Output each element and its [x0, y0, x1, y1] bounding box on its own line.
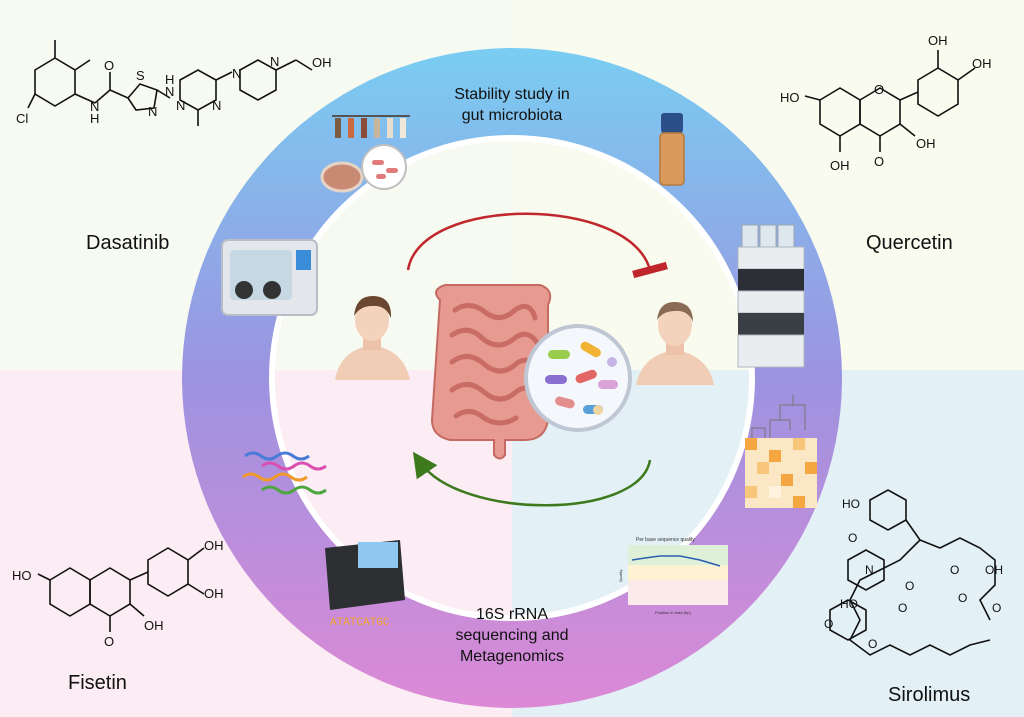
qc-plot-ylabel: Quality	[618, 570, 623, 582]
drug-label-fisetin: Fisetin	[68, 672, 127, 694]
svg-text:HO: HO	[842, 497, 860, 511]
svg-text:O: O	[104, 58, 114, 73]
svg-text:H: H	[90, 111, 99, 126]
svg-text:O: O	[874, 82, 884, 97]
svg-text:O: O	[905, 579, 914, 593]
dasatinib-atom-labels: OH O N H N H S N N N N N Cl	[16, 54, 332, 126]
svg-text:OH: OH	[972, 56, 992, 71]
ring-label-stability-line2: gut microbiota	[461, 107, 563, 124]
svg-text:O: O	[992, 601, 1001, 615]
svg-text:O: O	[104, 634, 114, 649]
fisetin-structure	[37, 547, 205, 632]
dna-sequence-text: ATATCATGC	[330, 617, 390, 629]
ring-label-sequencing-line2: sequencing and	[455, 627, 569, 644]
bacteria-magnifier-icon	[524, 324, 632, 432]
svg-text:S: S	[136, 68, 145, 83]
svg-text:OH: OH	[204, 538, 224, 553]
ring-label-sequencing: 16S rRNA sequencing and Metagenomics	[432, 604, 592, 667]
quercetin-atom-labels: OH OH HO OH OH O O	[780, 33, 992, 173]
ring-label-stability-study: Stability study in gut microbiota	[412, 84, 612, 126]
anaerobic-chamber-icon	[221, 239, 318, 316]
svg-text:O: O	[874, 154, 884, 169]
svg-text:N: N	[148, 104, 157, 119]
qc-plot-icon: Per base sequence quality Position in re…	[618, 537, 728, 615]
svg-text:HO: HO	[780, 90, 800, 105]
fisetin-atom-labels: OH OH HO OH O	[12, 538, 224, 649]
drug-label-sirolimus: Sirolimus	[888, 684, 971, 706]
svg-text:N: N	[212, 98, 221, 113]
svg-text:N: N	[90, 99, 99, 114]
svg-text:O: O	[958, 591, 967, 605]
svg-text:OH: OH	[928, 33, 948, 48]
drug-label-quercetin: Quercetin	[866, 232, 953, 254]
svg-text:OH: OH	[204, 586, 224, 601]
svg-text:N: N	[232, 66, 241, 81]
qc-plot-title: Per base sequence quality	[636, 537, 695, 543]
ring-label-sequencing-line3: Metagenomics	[459, 648, 565, 665]
svg-text:H: H	[165, 72, 174, 87]
vial-icon	[659, 113, 685, 186]
dasatinib-structure	[27, 40, 313, 126]
heatmap-icon	[745, 395, 817, 508]
sirolimus-structure	[829, 489, 996, 656]
petri-dish-icon	[320, 144, 407, 193]
svg-text:N: N	[270, 54, 279, 69]
hplc-instrument-icon	[737, 224, 805, 368]
svg-text:O: O	[868, 637, 877, 651]
test-tubes-icon	[332, 115, 410, 138]
svg-text:HO: HO	[12, 568, 32, 583]
svg-text:O: O	[898, 601, 907, 615]
svg-text:N: N	[865, 563, 874, 577]
svg-text:O: O	[950, 563, 959, 577]
inhibition-arrow	[406, 212, 668, 279]
cycle-arrow	[412, 451, 652, 507]
svg-text:O: O	[848, 531, 857, 545]
drug-label-dasatinib: Dasatinib	[86, 232, 170, 254]
ring-label-sequencing-line1: 16S rRNA	[475, 606, 549, 623]
quercetin-structure	[804, 50, 976, 152]
svg-text:OH: OH	[312, 55, 332, 70]
svg-text:HO: HO	[840, 597, 858, 611]
sequencer-icon: ATATCATGC	[325, 540, 405, 629]
svg-text:OH: OH	[830, 158, 850, 173]
dna-strands-icon	[242, 451, 327, 495]
young-person-icon	[335, 295, 410, 380]
svg-text:OH: OH	[916, 136, 936, 151]
svg-text:N: N	[176, 98, 185, 113]
gut-icon	[430, 284, 552, 460]
ring-label-stability-line1: Stability study in	[454, 86, 570, 103]
svg-text:OH: OH	[144, 618, 164, 633]
svg-text:O: O	[824, 617, 833, 631]
svg-text:Cl: Cl	[16, 111, 28, 126]
svg-text:N: N	[165, 84, 174, 99]
svg-text:OH: OH	[985, 563, 1003, 577]
qc-plot-xlabel: Position in read (bp)	[655, 610, 691, 615]
older-person-icon	[636, 301, 714, 385]
sirolimus-atom-labels: HO O OH O N HO O O O O O O	[824, 497, 1003, 651]
